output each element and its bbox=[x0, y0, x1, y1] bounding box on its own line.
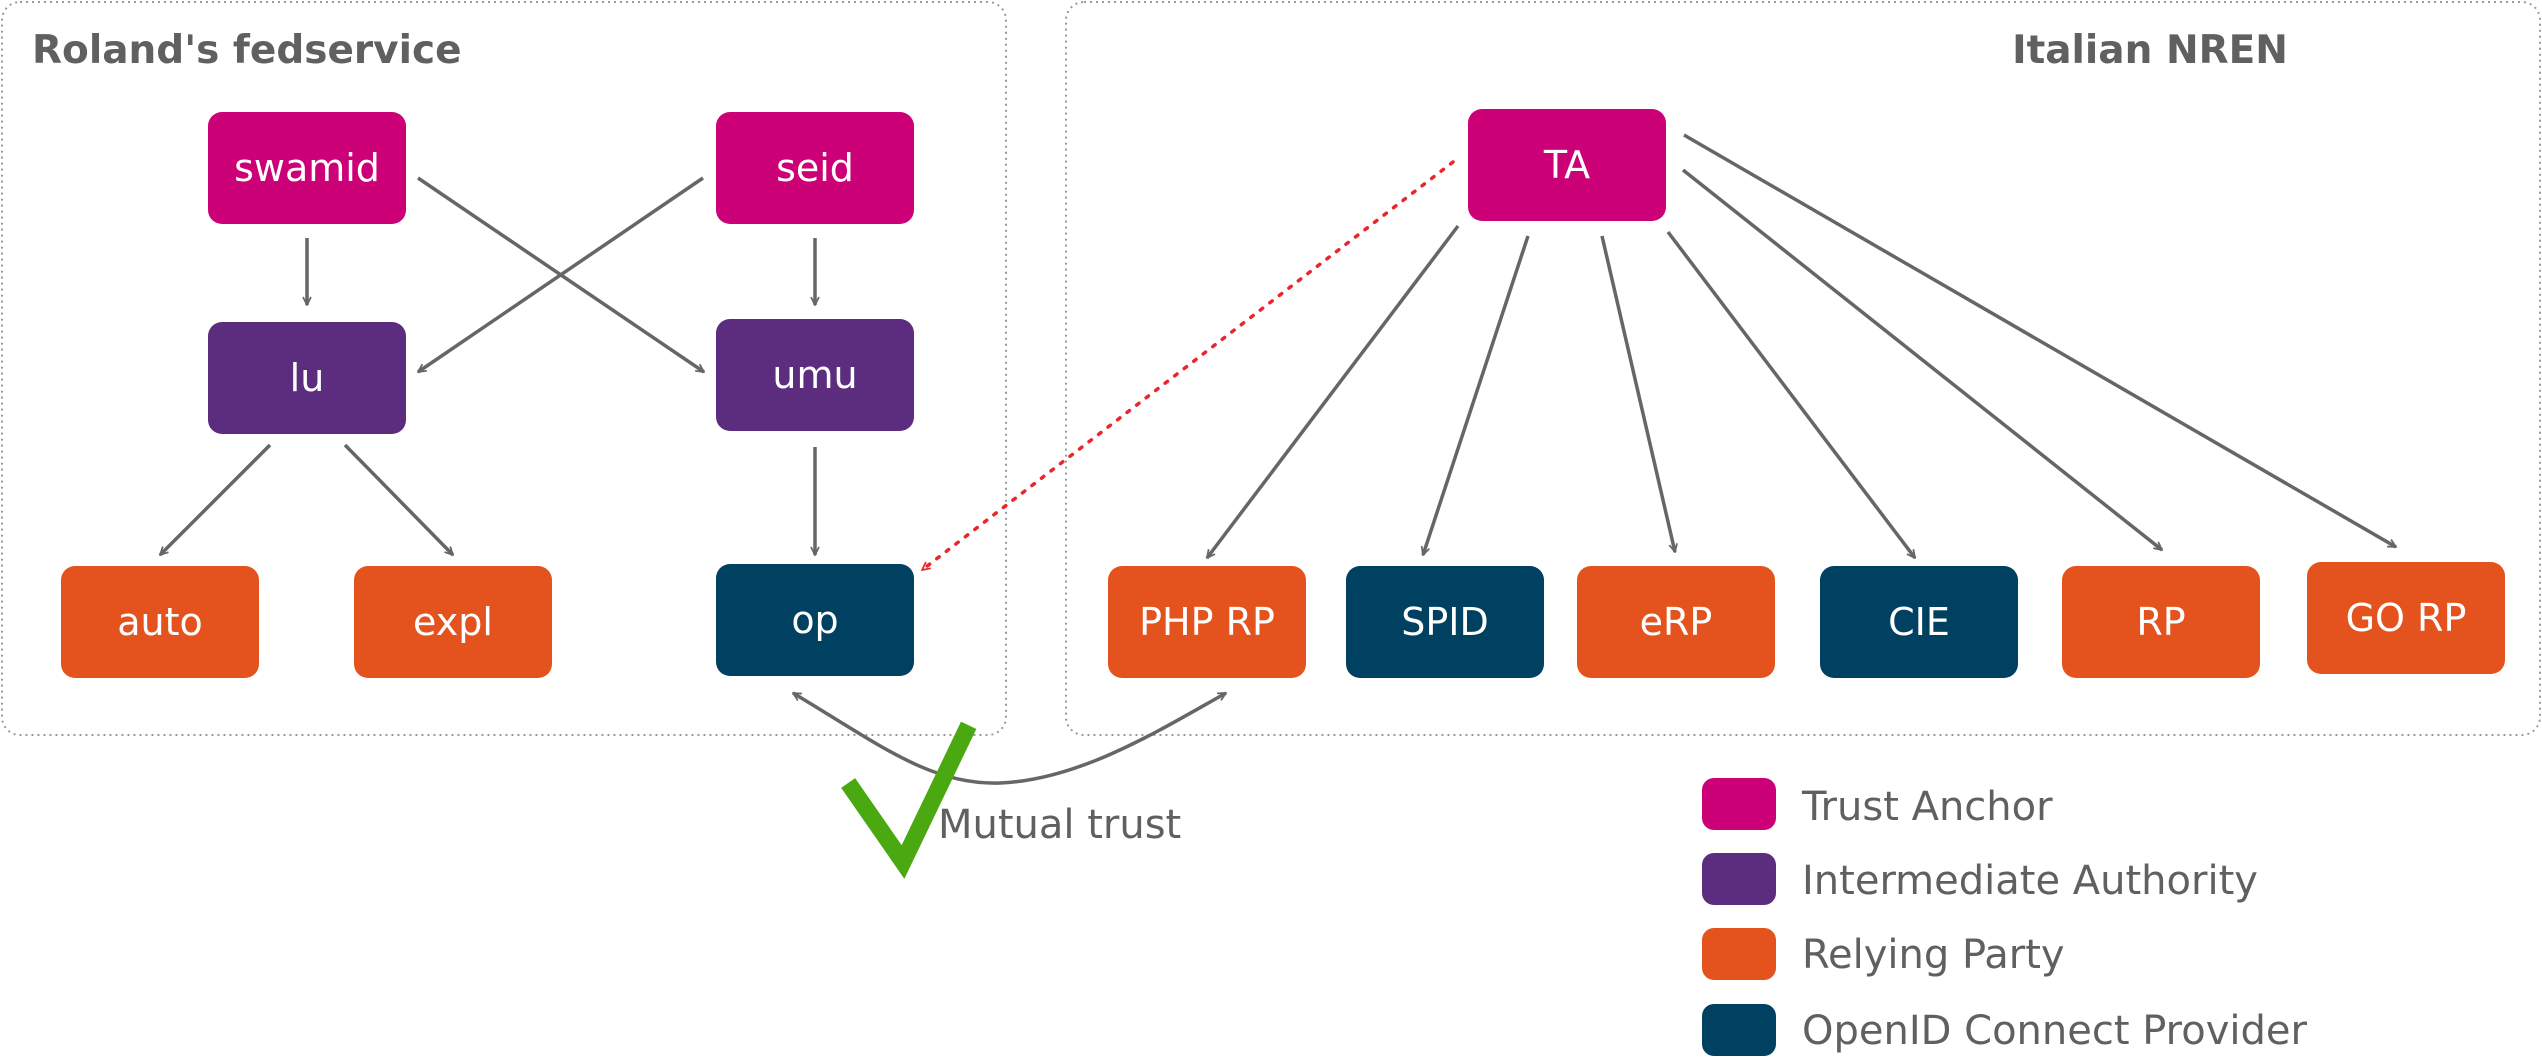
legend-label-trust-anchor: Trust Anchor bbox=[1801, 784, 2053, 830]
node-cie-label: CIE bbox=[1888, 600, 1950, 644]
node-spid-label: SPID bbox=[1401, 600, 1489, 644]
node-auto-label: auto bbox=[117, 600, 203, 644]
node-erp-box bbox=[1577, 566, 1775, 678]
node-cie: CIE bbox=[1820, 566, 2018, 678]
edge-ta-to-php-rp bbox=[1205, 224, 1460, 558]
node-go-rp: GO RP bbox=[2307, 562, 2505, 674]
node-spid: SPID bbox=[1346, 566, 1544, 678]
node-op: op bbox=[716, 564, 914, 676]
node-lu: lu bbox=[208, 322, 406, 434]
legend-swatch-intermediate bbox=[1702, 853, 1776, 905]
node-swamid: swamid bbox=[208, 112, 406, 224]
node-ta-label: TA bbox=[1543, 143, 1590, 187]
node-php-rp-label: PHP RP bbox=[1139, 600, 1275, 644]
node-ta: TA bbox=[1468, 109, 1666, 221]
mutual-trust-arrow bbox=[793, 691, 1226, 785]
legend-swatch-op bbox=[1702, 1004, 1776, 1056]
node-erp-label: eRP bbox=[1640, 600, 1713, 644]
legend-label-op: OpenID Connect Provider bbox=[1802, 1008, 2307, 1054]
legend-swatch-relying-party bbox=[1702, 928, 1776, 980]
edge-ta-to-op bbox=[920, 160, 1455, 572]
node-cie-box bbox=[1820, 566, 2018, 678]
edges-layer bbox=[160, 133, 2396, 572]
node-go-rp-label: GO RP bbox=[2346, 596, 2467, 640]
checkmark-icon bbox=[841, 721, 977, 879]
fedservice-group-title: Roland's fedservice bbox=[32, 28, 462, 73]
node-spid-box bbox=[1346, 566, 1544, 678]
nren-group-title: Italian NREN bbox=[2012, 28, 2288, 73]
node-lu-label: lu bbox=[290, 356, 325, 400]
node-auto-box bbox=[61, 566, 259, 678]
legend-label-relying-party: Relying Party bbox=[1802, 932, 2065, 978]
node-php-rp: PHP RP bbox=[1108, 566, 1306, 678]
node-lu-box bbox=[208, 322, 406, 434]
nodes-layer: swamid seid lu umu auto expl op TA PHP RP SPID eRP… bbox=[61, 109, 2505, 678]
edge-ta-to-go-rp bbox=[1683, 133, 2396, 549]
fedservice-group-box bbox=[1, 1, 1007, 736]
edge-lu-to-auto bbox=[160, 443, 272, 555]
node-rp: RP bbox=[2062, 566, 2260, 678]
legend: Trust Anchor Intermediate Authority Rely… bbox=[1702, 778, 2307, 1056]
node-php-rp-box bbox=[1108, 566, 1306, 678]
node-swamid-label: swamid bbox=[234, 146, 380, 190]
node-rp-label: RP bbox=[2136, 600, 2185, 644]
node-ta-box bbox=[1468, 109, 1666, 221]
edge-ta-to-spid bbox=[1423, 235, 1530, 555]
legend-swatch-trust-anchor bbox=[1702, 778, 1776, 830]
node-expl-box bbox=[354, 566, 552, 678]
node-rp-box bbox=[2062, 566, 2260, 678]
node-seid-label: seid bbox=[776, 146, 854, 190]
node-seid-box bbox=[716, 112, 914, 224]
node-umu: umu bbox=[716, 319, 914, 431]
node-umu-box bbox=[716, 319, 914, 431]
node-op-box bbox=[716, 564, 914, 676]
nren-group-box bbox=[1065, 1, 2541, 736]
node-expl-label: expl bbox=[413, 600, 493, 644]
node-expl: expl bbox=[354, 566, 552, 678]
node-seid: seid bbox=[716, 112, 914, 224]
edge-ta-to-erp bbox=[1600, 235, 1675, 552]
node-swamid-box bbox=[208, 112, 406, 224]
node-umu-label: umu bbox=[772, 353, 857, 397]
mutual-trust-label: Mutual trust bbox=[938, 802, 1181, 848]
edge-lu-to-expl bbox=[343, 443, 453, 555]
edge-ta-to-cie bbox=[1666, 230, 1917, 558]
node-auto: auto bbox=[61, 566, 259, 678]
legend-label-intermediate: Intermediate Authority bbox=[1802, 858, 2258, 904]
node-erp: eRP bbox=[1577, 566, 1775, 678]
node-op-label: op bbox=[791, 598, 838, 642]
edge-seid-to-lu bbox=[418, 176, 704, 374]
node-go-rp-box bbox=[2307, 562, 2505, 674]
edge-ta-to-rp bbox=[1681, 168, 2162, 552]
